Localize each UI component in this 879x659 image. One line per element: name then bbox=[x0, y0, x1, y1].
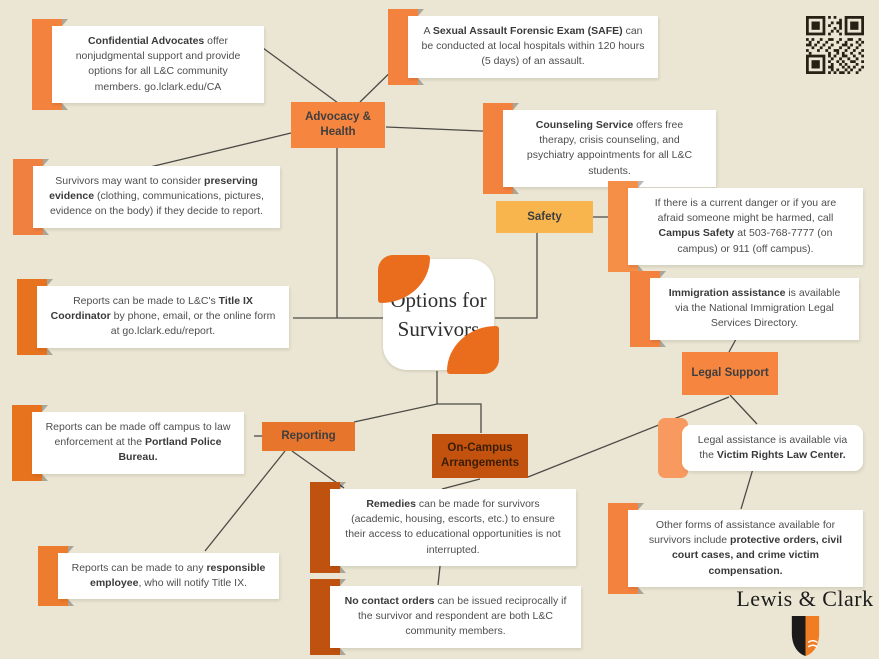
note-other-assistance: Other forms of assistance available for … bbox=[608, 503, 863, 594]
note-counseling-service: Counseling Service offers free therapy, … bbox=[483, 103, 716, 194]
node-label: On-Campus Arrangements bbox=[441, 442, 519, 469]
note-text: A Sexual Assault Forensic Exam (SAFE) ca… bbox=[408, 16, 658, 78]
node-advocacy-health: Advocacy & Health bbox=[291, 102, 385, 148]
node-label: Reporting bbox=[281, 430, 336, 443]
note-victim-rights: Legal assistance is available via the Vi… bbox=[658, 418, 863, 479]
note-text: Legal assistance is available via the Vi… bbox=[682, 425, 863, 472]
note-preserving-evidence: Survivors may want to consider preservin… bbox=[13, 159, 280, 235]
note-text: Reports can be made off campus to law en… bbox=[32, 412, 244, 474]
note-text: No contact orders can be issued reciproc… bbox=[330, 586, 581, 648]
note-campus-safety: If there is a current danger or if you a… bbox=[608, 181, 863, 272]
note-responsible-employee: Reports can be made to any responsible e… bbox=[38, 546, 279, 607]
node-label: Advocacy & Health bbox=[305, 111, 371, 138]
note-text: Reports can be made to L&C's Title IX Co… bbox=[37, 286, 289, 348]
note-text: Immigration assistance is available via … bbox=[650, 278, 859, 340]
note-portland-police: Reports can be made off campus to law en… bbox=[12, 405, 244, 481]
note-confidential-advocates: Confidential Advocates offer nonjudgment… bbox=[32, 19, 264, 110]
note-text: Survivors may want to consider preservin… bbox=[33, 166, 280, 228]
note-no-contact-orders: No contact orders can be issued reciproc… bbox=[310, 579, 581, 655]
note-title-ix: Reports can be made to L&C's Title IX Co… bbox=[17, 279, 289, 355]
note-safe-exam: A Sexual Assault Forensic Exam (SAFE) ca… bbox=[388, 9, 658, 85]
logo-text: Lewis & Clark bbox=[736, 586, 874, 611]
note-immigration-assistance: Immigration assistance is available via … bbox=[630, 271, 859, 347]
note-text: Reports can be made to any responsible e… bbox=[58, 553, 279, 600]
node-label: Safety bbox=[527, 210, 562, 223]
note-remedies: Remedies can be made for survivors (acad… bbox=[310, 482, 576, 573]
note-text: Confidential Advocates offer nonjudgment… bbox=[52, 26, 264, 103]
logo: Lewis & Clark bbox=[735, 586, 875, 658]
node-on-campus-arrangements: On-Campus Arrangements bbox=[432, 434, 528, 478]
note-text: Remedies can be made for survivors (acad… bbox=[330, 489, 576, 566]
qr-code-icon bbox=[806, 16, 864, 74]
node-label: Legal Support bbox=[691, 367, 769, 380]
note-text: Other forms of assistance available for … bbox=[628, 510, 863, 587]
note-text: Counseling Service offers free therapy, … bbox=[503, 110, 716, 187]
center-node: Options for Survivors bbox=[378, 255, 499, 374]
lc-shield-icon bbox=[791, 615, 819, 657]
node-safety: Safety bbox=[496, 201, 593, 233]
node-legal-support: Legal Support bbox=[682, 352, 778, 395]
note-text: If there is a current danger or if you a… bbox=[628, 188, 863, 265]
node-reporting: Reporting bbox=[262, 422, 355, 451]
